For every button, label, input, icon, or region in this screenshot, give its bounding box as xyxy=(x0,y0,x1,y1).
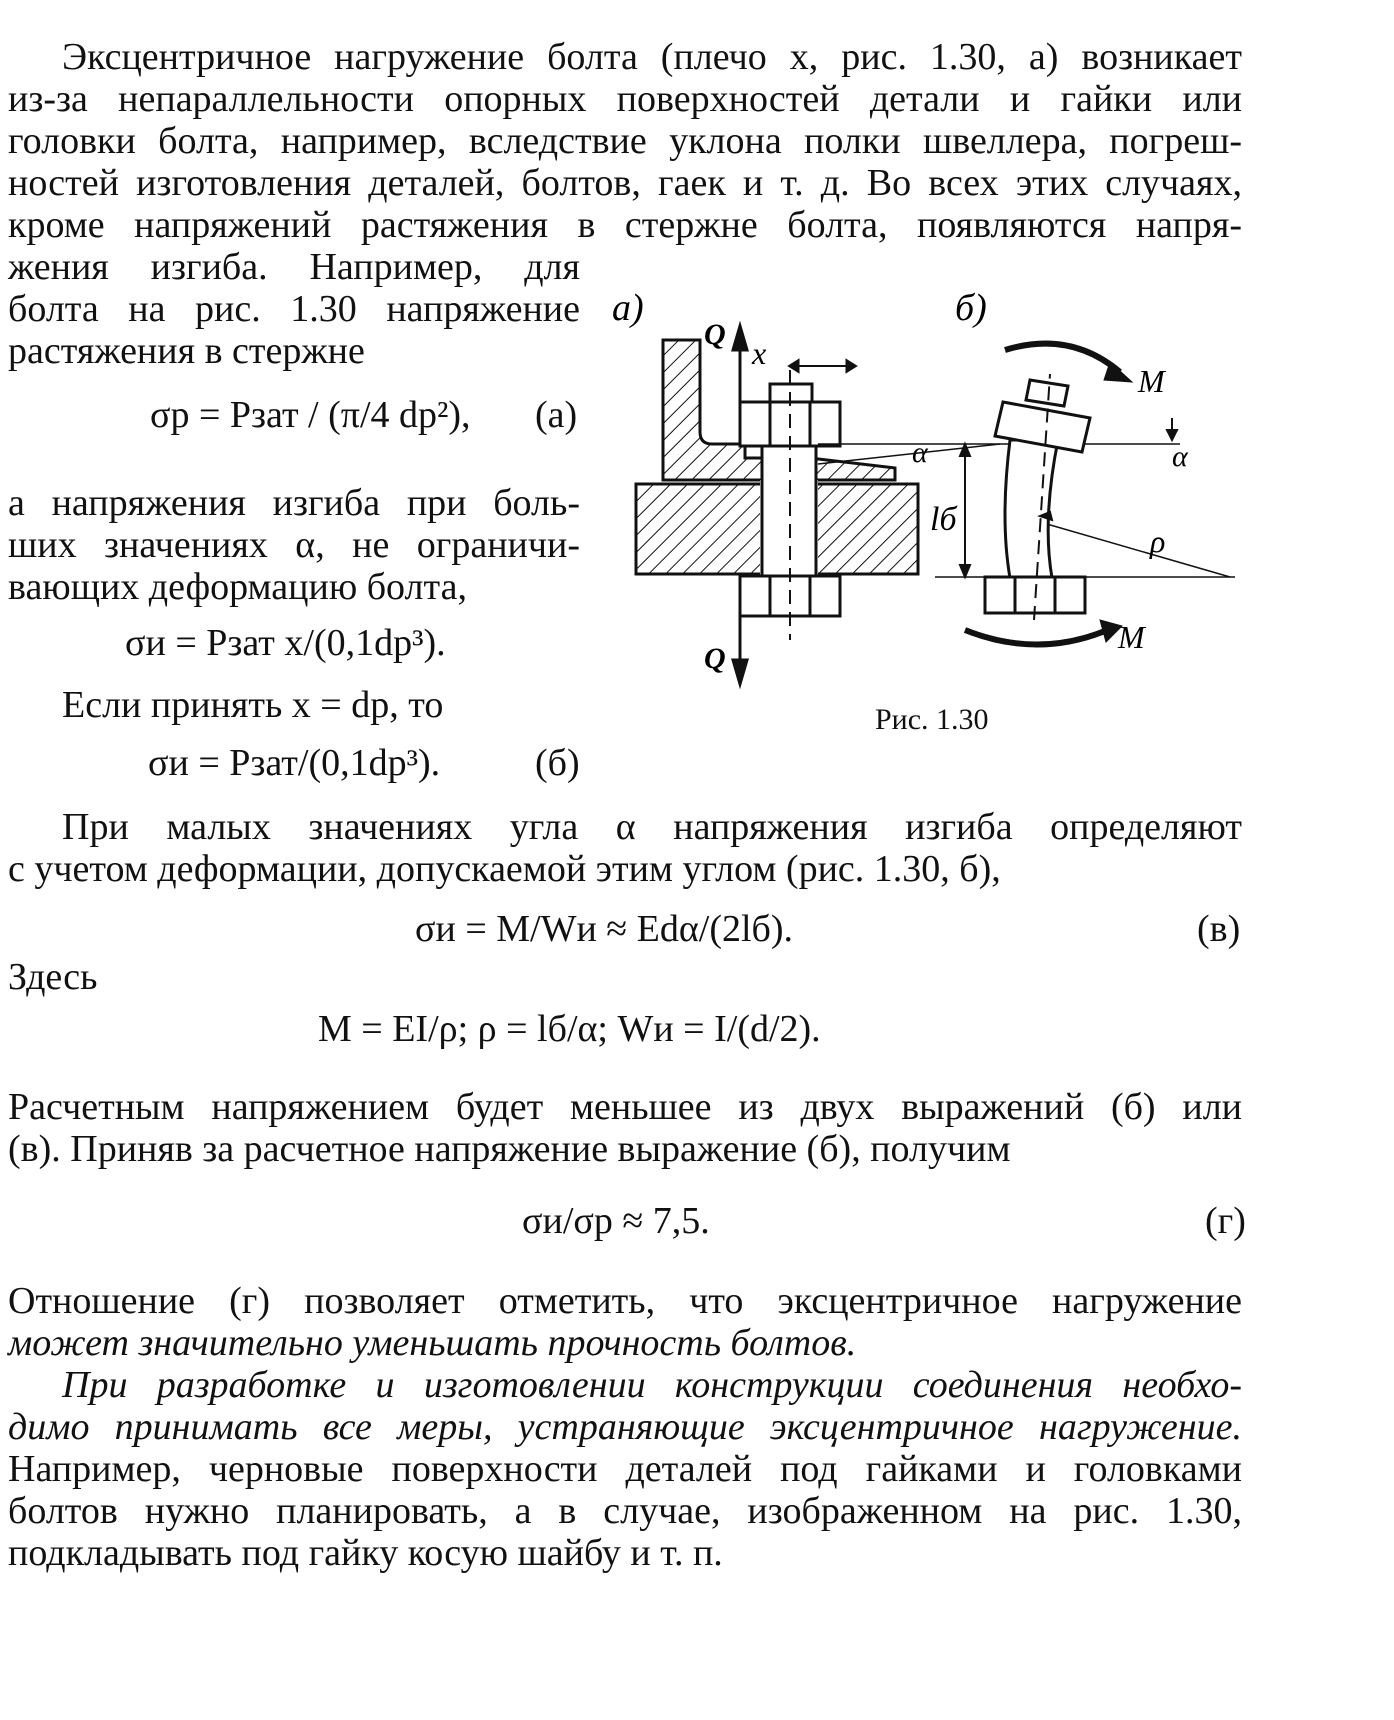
para6-line2: может значительно уменьшать прочность бо… xyxy=(8,1322,857,1364)
para1-line7: болта на рис. 1.30 напряжение xyxy=(8,288,580,330)
para3: Если принять x = dр, то xyxy=(62,684,444,726)
label-m-bottom: M xyxy=(1117,619,1147,655)
equation-bending-x: σи = Pзат x/(0,1dр³). xyxy=(125,622,446,664)
equation-g: σи/σр ≈ 7,5. xyxy=(522,1200,710,1242)
para7-line2: димо принимать все меры, устраняющие экс… xyxy=(8,1406,1242,1448)
force-arrows-a xyxy=(699,320,858,690)
para5-line1: Расчетным напряжением будет меньшее из д… xyxy=(8,1086,1242,1128)
equation-a-tag: (а) xyxy=(535,394,578,436)
label-q-top: Q xyxy=(704,318,726,351)
para7-line4: болтов нужно планировать, а в случае, из… xyxy=(8,1490,1242,1532)
para7-line1: При разработке и изготовлении конструкци… xyxy=(62,1364,1242,1406)
alpha-b-marker xyxy=(1165,418,1179,443)
equation-v-tag: (в) xyxy=(1197,908,1241,950)
moment-arrows xyxy=(963,340,1134,648)
para2-line3: вающих деформацию болта, xyxy=(8,566,467,608)
bolt-a xyxy=(738,370,842,640)
para1-line8: растяжения в стержне xyxy=(8,330,365,372)
para4-line2: с учетом деформации, допускаемой этим уг… xyxy=(8,848,1001,890)
label-lb: lб xyxy=(930,501,958,538)
para1-line1: Эксцентричное нагружение болта (плечо x,… xyxy=(62,36,1242,78)
para4-line1: При малых значениях угла α напряжения из… xyxy=(62,806,1242,848)
label-a: a) xyxy=(612,287,644,329)
para2-line1: а напряжения изгиба при боль- xyxy=(8,482,580,524)
equation-b: σи = Pзат/(0,1dр³). xyxy=(148,742,441,784)
label-rho: ρ xyxy=(1149,523,1165,559)
angle-member xyxy=(661,338,897,482)
para7-line5: подкладывать под гайку косую шайбу и т. … xyxy=(8,1532,723,1574)
rho-indicator xyxy=(1037,510,1054,522)
label-alpha-b: α xyxy=(1172,440,1189,473)
para7-line3: Например, черновые поверхности деталей п… xyxy=(8,1448,1242,1490)
label-m-top: M xyxy=(1137,363,1167,399)
bolt-b xyxy=(983,373,1092,621)
equation-m: M = EI/ρ; ρ = lб/α; Wи = I/(d/2). xyxy=(318,1008,821,1050)
label-b: б) xyxy=(955,287,987,329)
zdes-label: Здесь xyxy=(8,956,98,998)
para1-line6: жения изгиба. Например, для xyxy=(8,246,580,288)
label-q-bottom: Q xyxy=(704,642,726,675)
dimension-lb xyxy=(958,441,972,580)
label-x: x xyxy=(751,335,766,371)
para1-line3: головки болта, например, вследствие укло… xyxy=(8,120,1242,162)
equation-g-tag: (г) xyxy=(1205,1200,1246,1242)
para1-line2: из-за непараллельности опорных поверхнос… xyxy=(8,78,1242,120)
para2-line2: ших значениях α, не ограничи- xyxy=(8,524,580,566)
equation-a: σр = Pзат / (π/4 dр²), xyxy=(150,394,471,436)
para5-line2: (в). Приняв за расчетное напряжение выра… xyxy=(8,1128,1011,1170)
figure-1-30: a) Q x Q α lб xyxy=(612,287,1235,690)
para6-line1: Отношение (г) позволяет отметить, что эк… xyxy=(8,1280,1242,1322)
para1-line4: ностей изготовления деталей, болтов, гае… xyxy=(8,162,1242,204)
equation-b-tag: (б) xyxy=(535,742,580,784)
figure-caption: Рис. 1.30 xyxy=(875,703,989,736)
para1-line5: кроме напряжений растяжения в стержне бо… xyxy=(8,204,1242,246)
equation-v: σи = M/Wи ≈ Edα/(2lб). xyxy=(415,908,794,950)
